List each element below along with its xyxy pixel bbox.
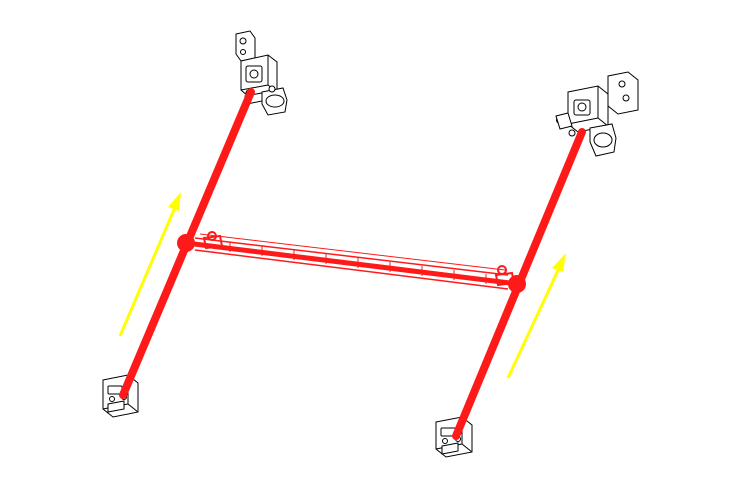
top-right-motor-mount [555, 71, 639, 157]
right-motion-arrow [506, 253, 566, 379]
right-carriage [494, 265, 526, 293]
left-motion-arrow [118, 192, 181, 337]
crossbar-ribs [229, 242, 487, 284]
gantry-crossbar [177, 231, 526, 293]
top-left-motor-mount [235, 30, 288, 116]
left-carriage [177, 231, 224, 252]
motion-arrows [118, 192, 566, 379]
